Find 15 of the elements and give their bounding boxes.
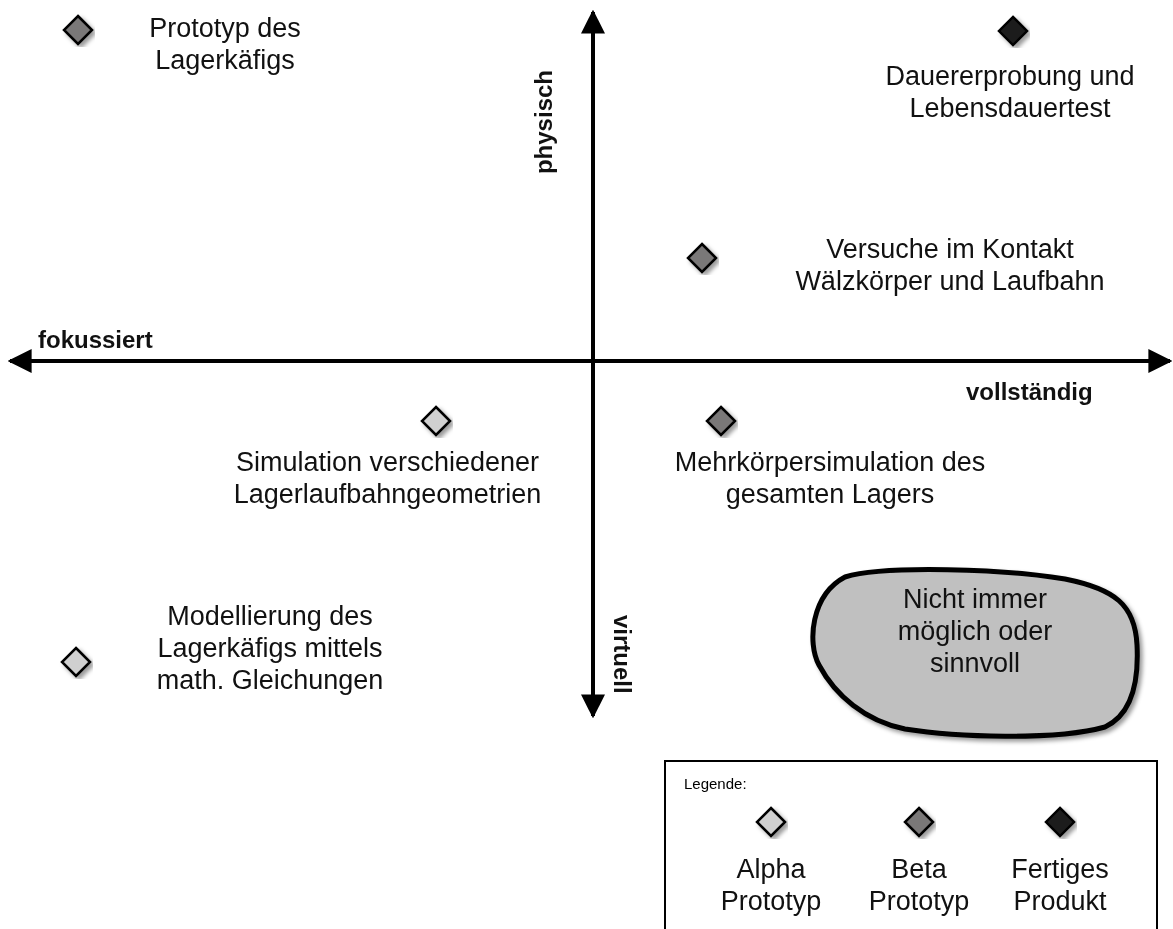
point-label: Dauererprobung und Lebensdauertest: [884, 60, 1136, 124]
point-label: Mehrkörpersimulation des gesamten Lagers: [673, 446, 987, 510]
point-label: Simulation verschiedener Lagerlaufbahngeometrien: [232, 446, 543, 510]
axis-label: virtuell: [608, 615, 636, 694]
point-label: Prototyp des Lagerkäfigs: [148, 12, 302, 76]
legend-title: Legende:: [684, 775, 747, 792]
point-label: Modellierung des Lagerkäfigs mittels math. Gleichungen: [155, 600, 385, 696]
point-label: Versuche im Kontakt Wälzkörper und Laufbahn: [794, 233, 1106, 297]
legend-label: Fertiges Produkt: [1010, 853, 1110, 917]
legend-label: Alpha Prototyp: [719, 853, 823, 917]
axis-label: fokussiert: [38, 326, 153, 354]
axis-label: vollständig: [966, 378, 1093, 406]
legend-label: Beta Prototyp: [867, 853, 971, 917]
note-text: Nicht immer möglich oder sinnvoll: [896, 583, 1054, 679]
axis-label: physisch: [530, 70, 558, 175]
